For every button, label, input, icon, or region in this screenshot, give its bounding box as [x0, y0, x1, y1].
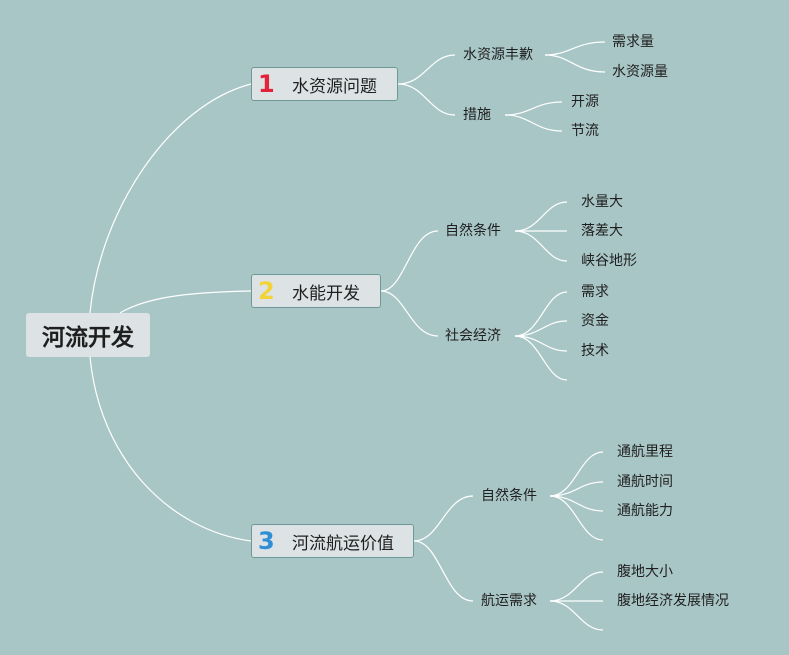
leaf-canyon-terrain[interactable]: 峡谷地形: [581, 253, 637, 269]
root-node[interactable]: 河流开发: [26, 313, 150, 357]
connector-t2-b: [380, 290, 439, 337]
leaf-hinterland-economy[interactable]: 腹地经济发展情况: [617, 593, 729, 609]
topic-hydropower[interactable]: 2 水能开发: [251, 274, 381, 308]
connector-t1-b-2: [504, 114, 563, 132]
connector-t1-b: [397, 83, 456, 116]
connector-t1-a-2: [544, 54, 606, 73]
topic-label: 水能开发: [292, 283, 360, 304]
leaf-save-flow[interactable]: 节流: [571, 123, 599, 139]
connector-t2-b-1: [514, 291, 568, 337]
connector-t2-a: [380, 230, 439, 292]
connector-t3-b: [413, 540, 474, 602]
connector-root-topic1: [89, 83, 252, 314]
root-label: 河流开发: [42, 325, 134, 351]
topic-navigation-value[interactable]: 3 河流航运价值: [251, 524, 414, 558]
topic-number-1: 1: [258, 70, 275, 98]
connector-t1-b-1: [504, 101, 563, 116]
connector-t2-a-1: [514, 201, 568, 232]
subtopic-shipping-demand[interactable]: 航运需求: [481, 593, 537, 609]
connector-t3-a-4: [549, 495, 604, 541]
subtopic-measures[interactable]: 措施: [463, 107, 491, 123]
leaf-technology[interactable]: 技术: [581, 343, 609, 359]
leaf-navigable-capacity[interactable]: 通航能力: [617, 503, 673, 519]
connector-t2-b-4: [514, 335, 568, 381]
leaf-open-source[interactable]: 开源: [571, 94, 599, 110]
connector-root-topic3: [89, 356, 252, 542]
leaf-demand[interactable]: 需求: [581, 284, 609, 300]
leaf-navigable-time[interactable]: 通航时间: [617, 474, 673, 490]
topic-number-3: 3: [258, 527, 275, 555]
topic-number-2: 2: [258, 277, 275, 305]
leaf-hinterland-size[interactable]: 腹地大小: [617, 564, 673, 580]
subtopic-natural-conditions[interactable]: 自然条件: [445, 223, 501, 239]
subtopic-socio-economic[interactable]: 社会经济: [445, 328, 501, 344]
connector-t3-b-3: [549, 600, 604, 631]
leaf-navigable-mileage[interactable]: 通航里程: [617, 444, 673, 460]
connector-t3-a-2: [549, 481, 604, 497]
connector-t3-b-1: [549, 571, 604, 602]
leaf-funding[interactable]: 资金: [581, 313, 609, 329]
subtopic-natural-conditions[interactable]: 自然条件: [481, 488, 537, 504]
subtopic-water-balance[interactable]: 水资源丰歉: [463, 47, 533, 63]
connector-t2-b-2: [514, 320, 568, 337]
connector-t1-a: [397, 54, 456, 85]
connector-t1-a-1: [544, 41, 606, 56]
leaf-large-flow[interactable]: 水量大: [581, 194, 623, 210]
connector-t2-a-3: [514, 230, 568, 262]
connector-t3-a: [413, 495, 474, 542]
topic-label: 河流航运价值: [292, 533, 394, 554]
connector-t3-a-1: [549, 451, 604, 497]
topic-label: 水资源问题: [292, 76, 377, 97]
topic-water-resources[interactable]: 1 水资源问题: [251, 67, 398, 101]
connector-root-topic2: [119, 290, 252, 314]
leaf-large-drop[interactable]: 落差大: [581, 223, 623, 239]
leaf-water-amount[interactable]: 水资源量: [612, 64, 668, 80]
leaf-demand-amount[interactable]: 需求量: [612, 34, 654, 50]
